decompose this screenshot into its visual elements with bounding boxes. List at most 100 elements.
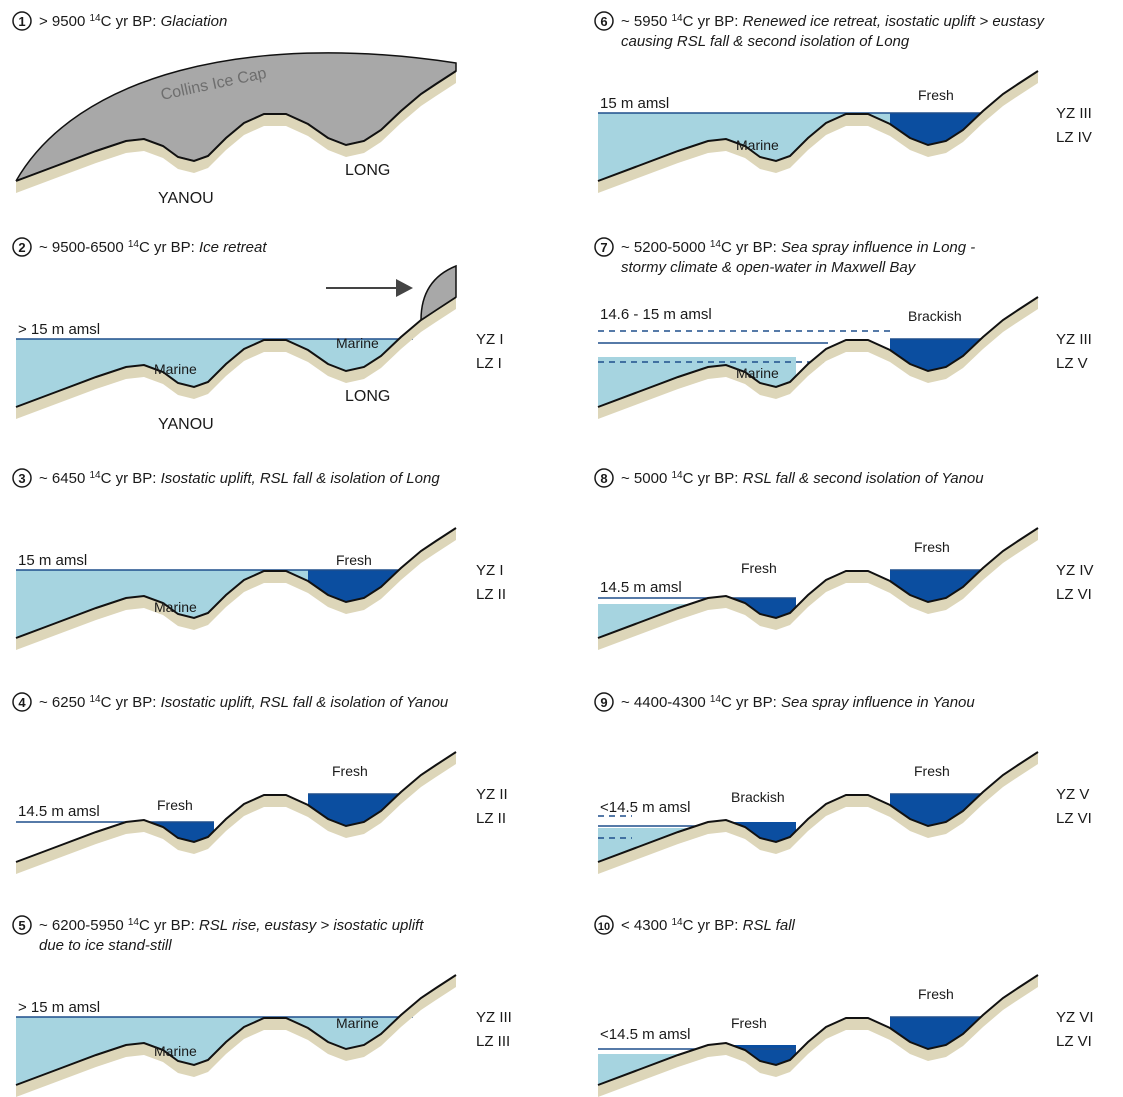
stage-number-badge: 1 (12, 11, 32, 31)
sediment-layer (16, 297, 456, 419)
ground-surface-line (15, 974, 457, 1086)
isotope-superscript: 14 (710, 694, 722, 705)
stage-number: 6 (600, 14, 607, 29)
stage-date: ~ 5000 (621, 470, 671, 487)
sediment-layer (598, 752, 1038, 874)
stage-panel-4: 4~ 6250 14C yr BP: Isostatic uplift, RSL… (12, 692, 508, 874)
stage-description: Glaciation (161, 13, 228, 30)
ground-surface-line (597, 751, 1039, 863)
stage-date-unit: C yr BP: (683, 470, 743, 487)
lake-type-label: Fresh (918, 87, 954, 103)
yanou-zone-label: YZ I (476, 562, 504, 579)
fresh-water (890, 793, 983, 826)
lake-type-label: Fresh (914, 763, 950, 779)
stage-date-unit: C yr BP: (101, 470, 161, 487)
marine-water (598, 602, 696, 638)
yanou-zone-label: YZ IV (1056, 562, 1094, 579)
stage-panel-2: 2~ 9500-6500 14C yr BP: Ice retreat> 15 … (12, 237, 504, 433)
yanou-zone-label: YZ III (1056, 105, 1092, 122)
yanou-zone-label: YZ V (1056, 786, 1089, 803)
lake-type-label: Marine (154, 361, 197, 377)
fresh-water (890, 1016, 983, 1049)
stage-number: 3 (18, 471, 25, 486)
site-label-yanou: YANOU (158, 416, 214, 433)
lake-type-label: Fresh (731, 1015, 767, 1031)
stage-caption: ~ 6250 14C yr BP: Isostatic uplift, RSL … (39, 694, 449, 712)
stage-description: Isostatic uplift, RSL fall & isolation o… (161, 470, 441, 487)
isotope-superscript: 14 (128, 239, 140, 250)
lake-type-label: Fresh (918, 986, 954, 1002)
stage-number-badge: 5 (12, 915, 32, 935)
ice-remnant (420, 264, 457, 322)
stage-description: RSL rise, eustasy > isostatic uplift (199, 917, 424, 934)
isotope-superscript: 14 (89, 694, 101, 705)
lake-type-label: Marine (736, 365, 779, 381)
water-level-label: 15 m amsl (600, 95, 669, 112)
stage-caption: < 4300 14C yr BP: RSL fall (621, 917, 796, 935)
sediment-layer (598, 71, 1038, 193)
long-zone-label: LZ I (476, 355, 502, 372)
long-zone-label: LZ III (476, 1033, 510, 1050)
marine-water (598, 1049, 696, 1085)
water-level-label: > 15 m amsl (18, 321, 100, 338)
ground-profile (597, 974, 1039, 1097)
lake-type-label: Brackish (731, 789, 785, 805)
lake-type-label: Brackish (908, 308, 962, 324)
isotope-superscript: 14 (671, 13, 683, 24)
sediment-layer (16, 975, 456, 1097)
water-level-label: 14.5 m amsl (600, 579, 682, 596)
stage-date-unit: C yr BP: (139, 239, 199, 256)
stage-number-badge: 6 (594, 11, 614, 31)
marine-water (16, 327, 413, 407)
site-label-yanou: YANOU (158, 190, 214, 207)
long-zone-label: LZ VI (1056, 1033, 1092, 1050)
long-zone-label: LZ VI (1056, 586, 1092, 603)
water-level-label: 14.6 - 15 m amsl (600, 306, 712, 323)
sediment-layer (16, 71, 456, 193)
stage-description: Ice retreat (199, 239, 267, 256)
stage-number-badge: 8 (594, 468, 614, 488)
stage-date-unit: C yr BP: (101, 13, 161, 30)
stage-description: Sea spray influence in Yanou (781, 694, 975, 711)
stage-panel-9: 9~ 4400-4300 14C yr BP: Sea spray influe… (594, 692, 1092, 874)
yanou-zone-label: YZ I (476, 331, 504, 348)
stage-date-unit: C yr BP: (139, 917, 199, 934)
lake-type-label: Marine (336, 1015, 379, 1031)
stage-panel-5: 5~ 6200-5950 14C yr BP: RSL rise, eustas… (12, 915, 512, 1097)
fresh-water (308, 569, 401, 602)
stage-date: ~ 5200-5000 (621, 239, 710, 256)
water-level-label: <14.5 m amsl (600, 1026, 690, 1043)
ground-surface-line (15, 70, 457, 182)
lake-type-label: Fresh (914, 539, 950, 555)
stage-panel-6: 6~ 5950 14C yr BP: Renewed ice retreat, … (594, 11, 1092, 193)
sediment-layer (16, 528, 456, 650)
stage-date-unit: C yr BP: (683, 917, 743, 934)
stage-description: Isostatic uplift, RSL fall & isolation o… (161, 694, 449, 711)
isotope-superscript: 14 (128, 917, 140, 928)
ground-surface-line (15, 527, 457, 639)
yanou-zone-label: YZ III (476, 1009, 512, 1026)
ground-profile (15, 70, 457, 193)
stage-number-badge: 7 (594, 237, 614, 257)
stage-panel-8: 8 ~ 5000 14C yr BP: RSL fall & second iso… (594, 468, 1094, 650)
stage-caption: ~ 9500-6500 14C yr BP: Ice retreat (39, 239, 267, 257)
ground-profile (15, 527, 457, 650)
yanou-zone-label: YZ III (1056, 331, 1092, 348)
lake-type-label: Marine (336, 335, 379, 351)
lake-type-label: Marine (154, 599, 197, 615)
sediment-layer (598, 975, 1038, 1097)
stage-description: RSL fall & second isolation of Yanou (743, 470, 985, 487)
isotope-superscript: 14 (671, 470, 683, 481)
long-zone-label: LZ V (1056, 355, 1088, 372)
stage-date-unit: C yr BP: (721, 694, 781, 711)
stage-description-line-2: due to ice stand-still (39, 937, 172, 954)
stage-description: RSL fall (743, 917, 796, 934)
marine-water (16, 1005, 413, 1085)
stage-date: < 4300 (621, 917, 671, 934)
water-level-label: <14.5 m amsl (600, 799, 690, 816)
long-zone-label: LZ II (476, 810, 506, 827)
isotope-superscript: 14 (710, 239, 722, 250)
fresh-water (890, 112, 983, 145)
lake-type-label: Marine (154, 1043, 197, 1059)
